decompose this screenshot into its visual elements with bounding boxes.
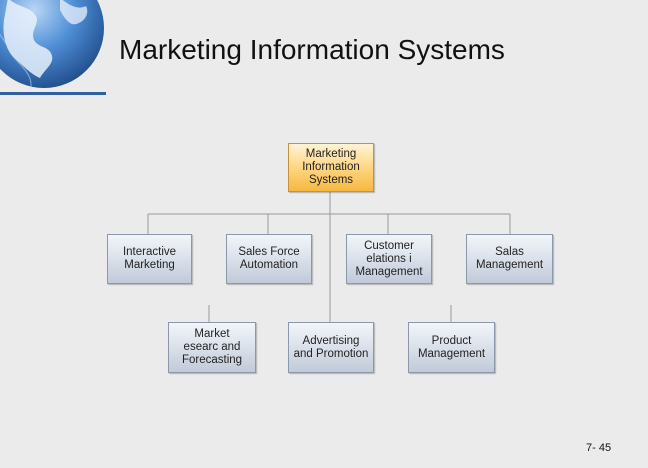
node-label: Advertising and Promotion bbox=[293, 334, 369, 360]
node-advertising-promotion: Advertising and Promotion bbox=[288, 322, 374, 373]
title-underline bbox=[0, 92, 106, 95]
node-label: Customer elations i Management bbox=[355, 239, 423, 278]
node-label: Interactive Marketing bbox=[122, 246, 177, 271]
node-label: Salas Management bbox=[475, 246, 544, 271]
node-label: Product Management bbox=[417, 334, 486, 360]
node-marketing-information-systems: Marketing Information Systems bbox=[288, 143, 374, 192]
slide-title: Marketing Information Systems bbox=[119, 34, 505, 65]
node-label: Marketing Information Systems bbox=[302, 148, 360, 186]
page-number: 7- 45 bbox=[586, 442, 612, 454]
globe-logo bbox=[0, 0, 108, 96]
node-sales-force-automation: Sales Force Automation bbox=[226, 234, 312, 284]
node-interactive-marketing: Interactive Marketing bbox=[107, 234, 192, 284]
globe-icon bbox=[0, 0, 104, 91]
node-market-research-forecasting: Market esearc and Forecasting bbox=[168, 322, 256, 373]
node-label: Market esearc and Forecasting bbox=[181, 328, 243, 366]
node-customer-relations-management: Customer elations i Management bbox=[346, 234, 432, 284]
node-product-management: Product Management bbox=[408, 322, 495, 373]
node-sales-management: Salas Management bbox=[466, 234, 553, 284]
node-label: Sales Force Automation bbox=[238, 246, 300, 271]
